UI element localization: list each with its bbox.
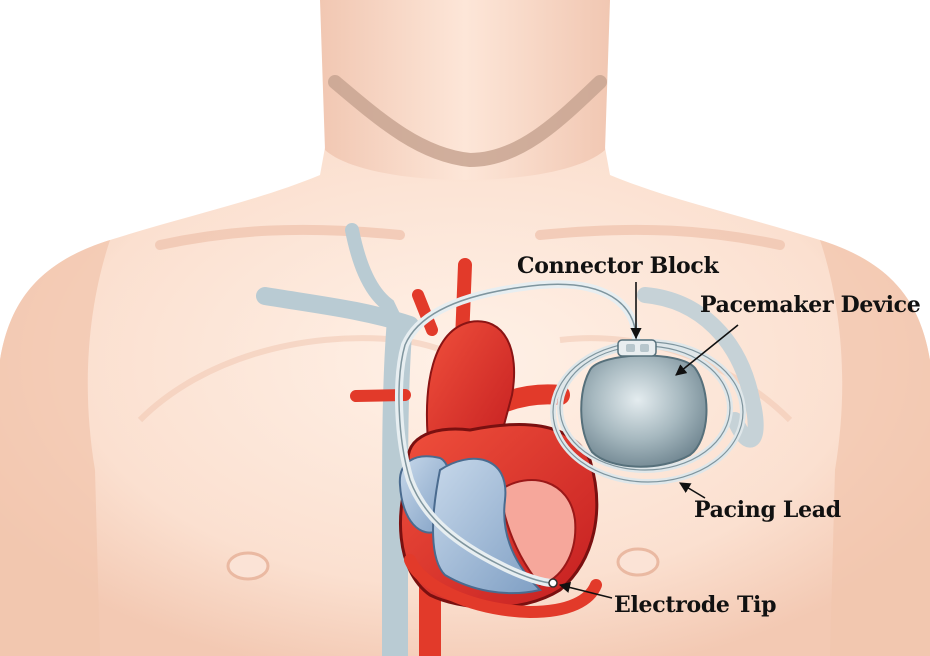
connector-port-2 — [640, 344, 649, 352]
connector-port — [626, 344, 635, 352]
connector-block-label: Connector Block — [517, 253, 719, 279]
electrode-tip-marker — [549, 579, 557, 587]
device-body — [581, 355, 706, 466]
connector-block — [618, 340, 656, 356]
pacing-lead-label: Pacing Lead — [694, 497, 841, 523]
nipple-right — [618, 549, 658, 575]
electrode-tip-label: Electrode Tip — [614, 592, 776, 618]
nipple-left — [228, 553, 268, 579]
pacemaker-device-label: Pacemaker Device — [700, 292, 920, 318]
